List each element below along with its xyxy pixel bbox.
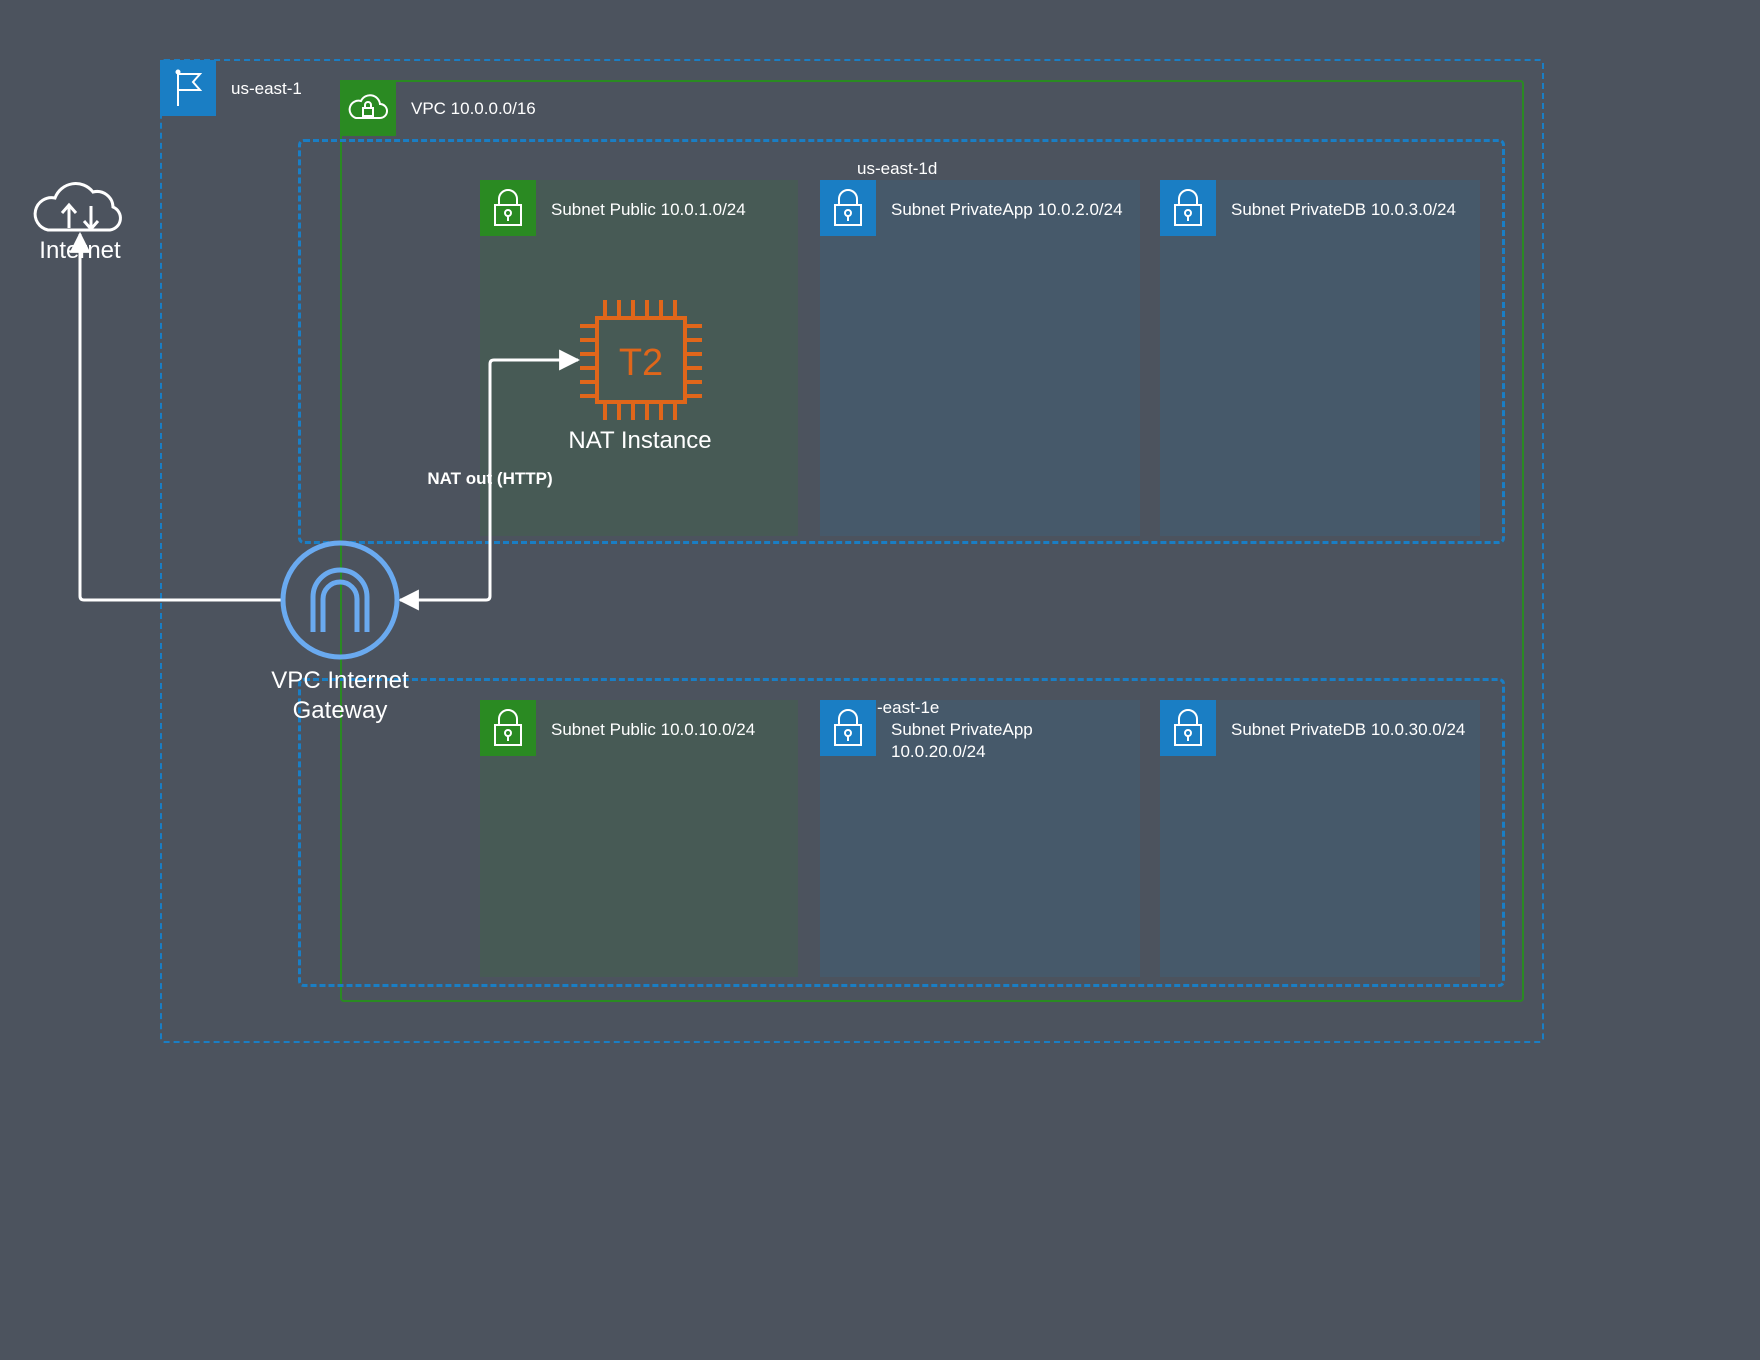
az-us-east-1e [298,678,1505,987]
internet-label: Internet [39,237,121,264]
flag-icon [160,60,216,116]
subnet-privatedb-top[interactable]: Subnet PrivateDB 10.0.3.0/24 [1160,180,1480,536]
internet-cloud-icon [33,182,122,232]
subnet-label: Subnet Public 10.0.1.0/24 [551,200,746,219]
lock-icon [820,700,876,756]
az-top-label: us-east-1d [857,159,938,178]
az-bottom-label: -east-1e [877,698,940,717]
az-us-east-1d [298,139,1505,544]
subnet-label: Subnet PrivateApp 10.0.2.0/24 [891,200,1123,219]
subnet-label: Subnet PrivateDB 10.0.3.0/24 [1231,200,1456,219]
cloud-lock-icon [340,80,396,136]
edge-nat-to-gateway [397,349,581,611]
lock-icon [1160,700,1216,756]
lock-icon [820,180,876,236]
lock-icon [480,700,536,756]
gateway-label: VPC Internet Gateway [271,667,409,724]
subnet-privateapp-top[interactable]: Subnet PrivateApp 10.0.2.0/24 [820,180,1140,536]
subnet-label: Subnet PrivateDB 10.0.30.0/24 [1231,720,1466,739]
nat-out-label: NAT out (HTTP) [427,469,552,488]
subnet-public-bottom[interactable]: Subnet Public 10.0.10.0/24 [480,700,798,977]
edge-gateway-to-internet [69,231,281,602]
nat-chip-text: T2 [619,342,663,384]
nat-instance-label: NAT Instance [568,427,712,454]
subnet-label: Subnet Public 10.0.10.0/24 [551,720,756,739]
subnet-label: Subnet PrivateApp 10.0.20.0/24 [891,720,1033,761]
region-label: us-east-1 [231,79,302,98]
subnet-privateapp-bottom[interactable]: Subnet PrivateApp 10.0.20.0/24 [820,700,1140,977]
internet-gateway-icon [280,540,400,660]
lock-icon [480,180,536,236]
region-us-east-1 [160,59,1544,1043]
vpc-label: VPC 10.0.0.0/16 [411,99,536,118]
subnet-privatedb-bottom[interactable]: Subnet PrivateDB 10.0.30.0/24 [1160,700,1480,977]
lock-icon [1160,180,1216,236]
ec2-t2-chip-icon [580,300,702,420]
